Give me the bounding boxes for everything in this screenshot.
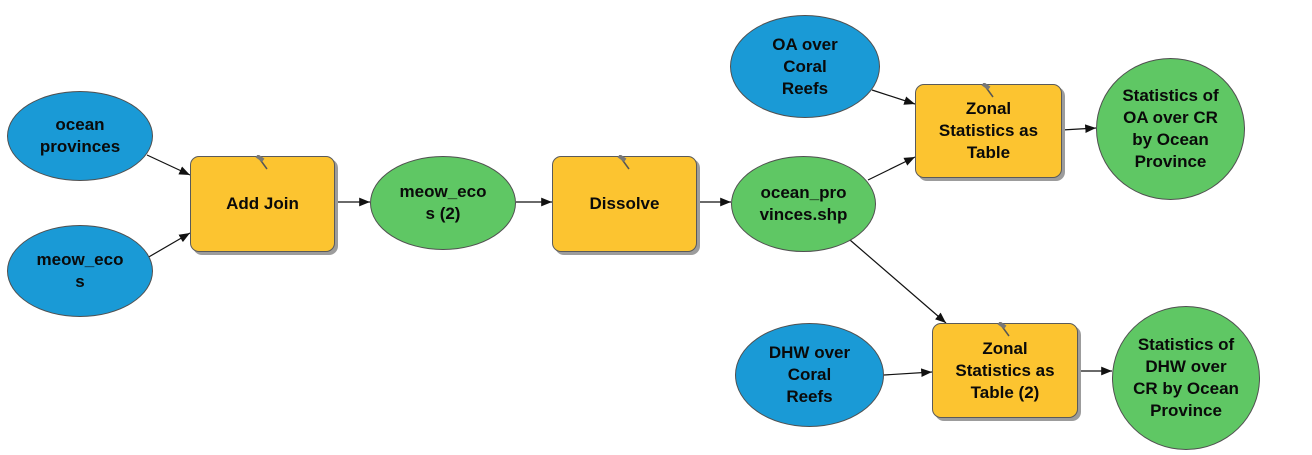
node-label: meow_eco s: [36, 250, 124, 291]
node-label: DHW over Coral Reefs: [768, 343, 851, 406]
hammer-icon: [997, 321, 1013, 338]
input-ocean-provinces[interactable]: ocean provinces: [7, 91, 153, 181]
node-label: Statistics of OA over CR by Ocean Provin…: [1122, 86, 1219, 171]
connector-oa_coral-to-zonal1: [871, 89, 916, 105]
connector-ocean_provinces-to-add_join: [146, 154, 191, 176]
connector-zonal1-to-stats_oa: [1061, 124, 1097, 133]
tool-add-join[interactable]: Add Join: [190, 154, 335, 252]
node-label: meow_eco s (2): [399, 182, 487, 223]
node-label: OA over Coral Reefs: [772, 34, 838, 98]
hammer-icon: [255, 154, 271, 171]
node-label: Dissolve: [589, 194, 660, 213]
output-ocean-provinces-shp[interactable]: ocean_pro vinces.shp: [731, 156, 876, 252]
connector-ocean_prov_shp-to-zonal1: [867, 156, 916, 181]
node-label: Statistics of DHW over CR by Ocean Provi…: [1133, 335, 1239, 420]
tool-dissolve[interactable]: Dissolve: [552, 154, 697, 252]
connector-meow_ecos-to-add_join: [146, 232, 191, 259]
node-label: ocean provinces: [39, 115, 121, 156]
input-dhw-over-coral-reefs[interactable]: DHW over Coral Reefs: [735, 323, 884, 427]
output-statistics-oa[interactable]: Statistics of OA over CR by Ocean Provin…: [1096, 58, 1245, 200]
input-oa-over-coral-reefs[interactable]: OA over Coral Reefs: [730, 15, 880, 118]
output-meow-ecos-2[interactable]: meow_eco s (2): [370, 156, 516, 250]
node-label: ocean_pro vinces.shp: [759, 183, 848, 224]
node-label: Zonal Statistics as Table: [938, 99, 1039, 162]
hammer-icon: [981, 82, 997, 99]
output-statistics-dhw[interactable]: Statistics of DHW over CR by Ocean Provi…: [1112, 306, 1260, 450]
tool-zonal-statistics-as-table[interactable]: Zonal Statistics as Table: [915, 82, 1062, 178]
connector-ocean_prov_shp-to-zonal2: [849, 239, 947, 324]
connector-dhw_coral-to-zonal2: [883, 368, 933, 377]
tool-zonal-statistics-as-table-2[interactable]: Zonal Statistics as Table (2): [932, 321, 1078, 418]
hammer-icon: [617, 154, 633, 171]
input-meow-ecos[interactable]: meow_eco s: [7, 225, 153, 317]
node-label: Zonal Statistics as Table (2): [955, 338, 1055, 402]
node-label: Add Join: [226, 194, 299, 213]
